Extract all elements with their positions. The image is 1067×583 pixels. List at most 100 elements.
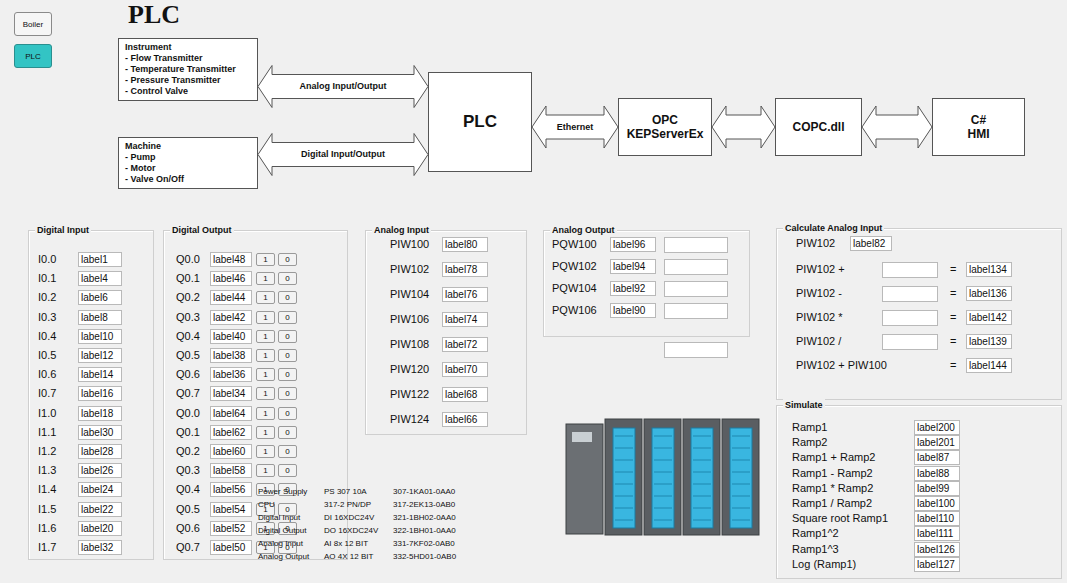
value-box: label92 (610, 281, 656, 296)
field-name: PIW106 (390, 312, 429, 327)
module-stripe (732, 496, 750, 497)
field-name: = (950, 310, 956, 325)
field-name: Q0.0 (176, 252, 200, 267)
value-box: label110 (914, 511, 960, 526)
box-item: - Control Valve (125, 86, 251, 97)
box-item: - Flow Transmitter (125, 53, 251, 64)
value-box: label66 (442, 412, 488, 427)
toggle-button: 0 (278, 311, 297, 324)
box-heading: PLC (463, 112, 497, 132)
toggle-button: 0 (278, 291, 297, 304)
box-heading: OPC KEPServerEx (623, 113, 708, 141)
field-name: Ramp2 (792, 435, 827, 450)
toggle-button: 1 (256, 291, 275, 304)
field-name: Ramp1 (792, 420, 827, 435)
module-stripe (732, 520, 750, 521)
connector-label: Digital Input/Output (300, 149, 386, 160)
field-name: I0.1 (38, 271, 56, 286)
field-name: PQW100 (552, 237, 597, 252)
rack-module (683, 419, 720, 535)
module-stripe (654, 484, 672, 485)
value-box: label24 (78, 482, 122, 497)
field-name: PIW102 - (796, 286, 842, 301)
value-box: label201 (914, 435, 960, 450)
dll-box: COPC.dll (775, 98, 862, 156)
field-name: I1.5 (38, 502, 56, 517)
toggle-button: 0 (278, 330, 297, 343)
field-name: Ramp1 * Ramp2 (792, 481, 873, 496)
value-box: label46 (210, 271, 252, 286)
field-name: = (950, 286, 956, 301)
field-name: PIW104 (390, 287, 429, 302)
box-heading: Machine (125, 141, 251, 152)
machine-box: Machine- Pump- Motor- Valve On/Off (118, 137, 258, 189)
box-heading: C# HMI (964, 113, 994, 141)
toggle-button: 1 (256, 445, 275, 458)
value-box: label4 (78, 271, 122, 286)
value-box: label136 (966, 286, 1012, 301)
field-name: Q0.5 (176, 348, 200, 363)
value-box: label1 (78, 252, 122, 267)
field-name: I0.6 (38, 367, 56, 382)
value-box: label76 (442, 287, 488, 302)
value-box: label22 (78, 502, 122, 517)
field-name: I1.6 (38, 521, 56, 536)
field-name: PQW106 (552, 303, 597, 318)
box-heading: Analog Input (372, 224, 431, 236)
toggle-button: 0 (278, 445, 297, 458)
empty-textbox (665, 238, 938, 358)
field-name: Q0.3 (176, 310, 200, 325)
hardware-spec: DO 16XDC24V (324, 525, 378, 536)
value-box: label70 (442, 362, 488, 377)
value-box: label94 (610, 259, 656, 274)
box-item: - Pump (125, 152, 251, 163)
field-name: Q0.6 (176, 521, 200, 536)
field-name: I1.3 (38, 463, 56, 478)
hardware-spec: 307-1KA01-0AA0 (393, 486, 455, 497)
module-front (691, 428, 713, 528)
field-name: Q0.2 (176, 444, 200, 459)
value-box: label96 (610, 237, 656, 252)
toggle-button: 1 (256, 387, 275, 400)
module-stripe (732, 436, 750, 437)
value-box: label144 (966, 358, 1012, 373)
value-box: label12 (78, 348, 122, 363)
value-box: label28 (78, 444, 122, 459)
box-heading: Boiler (23, 20, 43, 29)
toggle-button: 0 (278, 407, 297, 420)
value-box: label40 (210, 329, 252, 344)
hardware-spec: AO 4X 12 BIT (324, 551, 373, 562)
module-stripe (693, 436, 711, 437)
module-stripe (615, 484, 633, 485)
value-box: label56 (210, 482, 252, 497)
value-box: label54 (210, 502, 252, 517)
value-box: label6 (78, 290, 122, 305)
value-box: label38 (210, 348, 252, 363)
hardware-spec: Digital Input (258, 512, 300, 523)
value-box: label58 (210, 463, 252, 478)
module-front (613, 428, 635, 528)
field-name: PIW102 (796, 236, 835, 251)
block-arrow (258, 66, 428, 108)
rack-module (722, 419, 759, 535)
toggle-button: 0 (278, 464, 297, 477)
connector-label: Analog Input/Output (299, 81, 388, 92)
field-name: Q0.6 (176, 367, 200, 382)
value-box: label16 (78, 386, 122, 401)
block-arrow (712, 106, 775, 148)
value-box: label78 (442, 262, 488, 277)
rack-module (605, 419, 642, 535)
field-name: I0.4 (38, 329, 56, 344)
value-box: label60 (210, 444, 252, 459)
module-stripe (693, 508, 711, 509)
status-panel (572, 432, 592, 442)
box-item: - Valve On/Off (125, 174, 251, 185)
value-box: label44 (210, 290, 252, 305)
value-box: label139 (966, 334, 1012, 349)
field-name: PIW120 (390, 362, 429, 377)
value-box: label50 (210, 540, 252, 555)
value-box: label82 (850, 236, 892, 251)
module-stripe (693, 448, 711, 449)
block-arrow (862, 106, 932, 148)
toggle-button: 1 (256, 330, 275, 343)
